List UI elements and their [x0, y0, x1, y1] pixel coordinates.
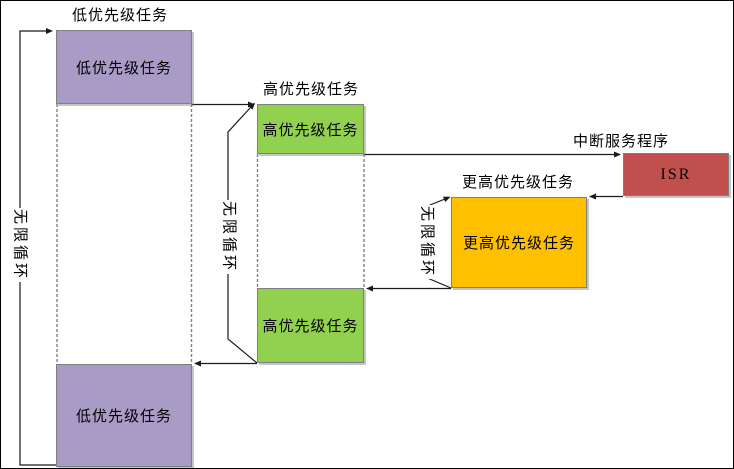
box-higher-priority-task: 更高优先级任务: [451, 197, 587, 288]
box-high-priority-task-top-label: 高优先级任务: [262, 120, 359, 139]
box-higher-priority-task-label: 更高优先级任务: [462, 234, 575, 252]
caption-interrupt-service-routine: 中断服务程序: [573, 132, 670, 150]
caption-low-priority-task: 低优先级任务: [72, 6, 169, 24]
box-isr: ISR: [623, 153, 729, 196]
box-low-priority-task-top: 低优先级任务: [56, 30, 192, 104]
caption-high-priority-task: 高优先级任务: [263, 80, 360, 98]
box-low-priority-task-top-label: 低优先级任务: [75, 58, 172, 77]
box-high-priority-task-top: 高优先级任务: [257, 104, 364, 154]
caption-higher-priority-task: 更高优先级任务: [462, 173, 575, 191]
box-low-priority-task-bottom: 低优先级任务: [56, 364, 192, 467]
box-isr-label: ISR: [660, 165, 692, 183]
infinite-loop-right-label: 无限循环: [417, 204, 437, 280]
box-low-priority-task-bottom-label: 低优先级任务: [75, 407, 172, 425]
infinite-loop-left-label: 无限循环: [10, 207, 30, 283]
box-high-priority-task-bottom: 高优先级任务: [257, 288, 364, 363]
box-high-priority-task-bottom-label: 高优先级任务: [262, 317, 359, 335]
infinite-loop-middle-label: 无限循环: [219, 199, 239, 275]
